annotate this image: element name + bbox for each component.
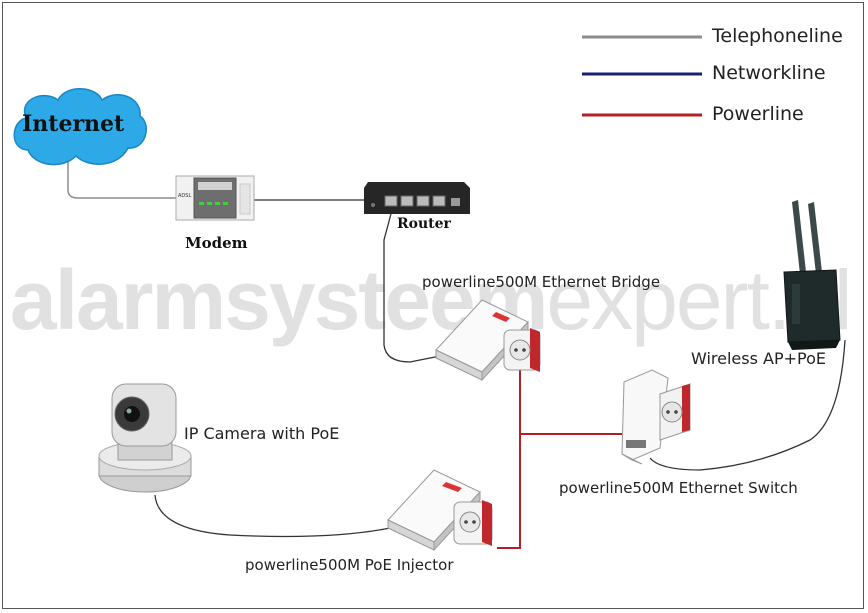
poe-injector-label: powerline500M PoE Injector	[245, 556, 454, 574]
legend-telephone-label: Telephoneline	[712, 25, 843, 47]
ethernet-bridge-label: powerline500M Ethernet Bridge	[422, 273, 661, 291]
modem-label: Modem	[185, 234, 248, 252]
power-line-bridge-injector	[497, 370, 521, 549]
telephone-line-internet-modem	[67, 160, 178, 199]
legend-power-label: Powerline	[712, 103, 804, 125]
router-label: Router	[397, 216, 451, 232]
poe-injector-icon	[387, 469, 493, 552]
ethernet-switch-icon	[621, 369, 691, 465]
network-line-switch-ap	[649, 339, 846, 471]
legend-network-label: Networkline	[712, 62, 826, 84]
ethernet-switch-label: powerline500M Ethernet Switch	[559, 479, 798, 497]
modem-icon	[175, 175, 255, 221]
wireless-ap-icon	[783, 200, 841, 350]
network-line-router-bridge	[383, 209, 441, 363]
ethernet-bridge-icon	[435, 299, 541, 382]
ip-camera-icon	[98, 383, 192, 493]
internet-cloud-icon	[13, 88, 147, 166]
network-line-camera-injector	[154, 494, 391, 538]
modem-brand-text: ADSL	[178, 193, 192, 199]
wireless-ap-label: Wireless AP+PoE	[691, 349, 827, 368]
ip-camera-label: IP Camera with PoE	[184, 424, 340, 443]
internet-label: Internet	[22, 111, 125, 137]
router-icon	[364, 182, 470, 214]
